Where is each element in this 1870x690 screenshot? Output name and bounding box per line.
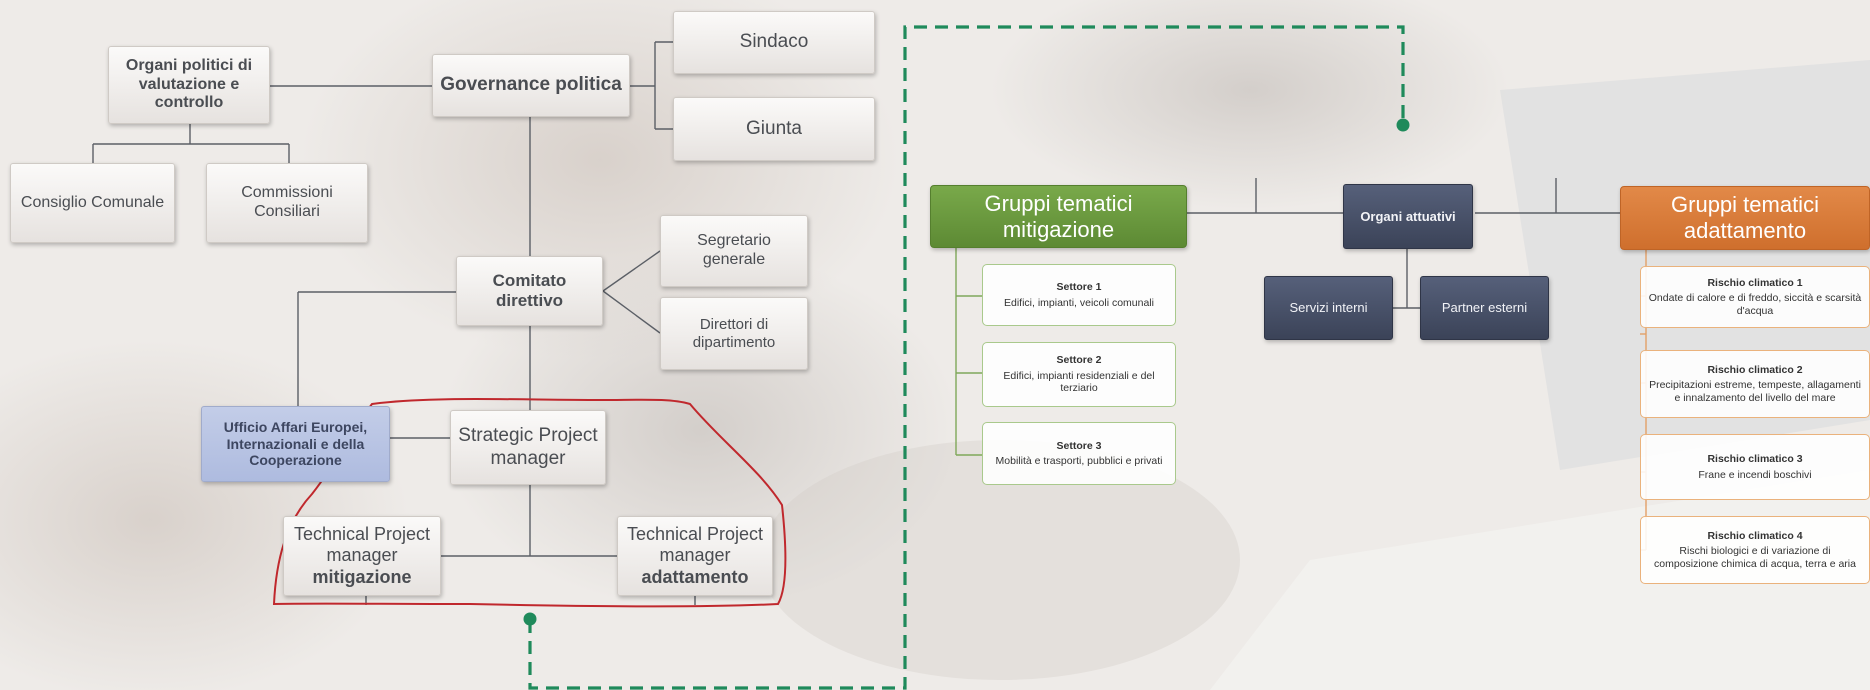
segretario-generale-box: Segretario generale (660, 215, 808, 287)
settore-desc: Edifici, impianti, veicoli comunali (1004, 296, 1154, 309)
comitato-direttivo-label: Comitato direttivo (492, 270, 567, 310)
sindaco-box: Sindaco (673, 11, 875, 74)
gruppi-adattamento-label: Gruppi tematici adattamento (1671, 192, 1819, 243)
comitato-direttivo-box: Comitato direttivo (456, 256, 603, 326)
settore-title: Settore 1 (1056, 281, 1102, 294)
sindaco-label: Sindaco (739, 31, 809, 53)
organi-attuativi-label: Organi attuativi (1360, 208, 1456, 224)
rischio-desc: Rischi biologici e di variazione di comp… (1654, 545, 1856, 570)
rischio-desc: Ondate di calore e di freddo, siccità e … (1648, 292, 1862, 317)
settore-title: Settore 2 (1056, 354, 1102, 367)
settore-desc: Mobilità e trasporti, pubblici e privati (995, 455, 1163, 467)
servizi-interni-box: Servizi interni (1264, 276, 1393, 340)
rischio-card: Rischio climatico 4 Rischi biologici e d… (1640, 516, 1870, 584)
settore-card: Settore 1 Edifici, impianti, veicoli com… (982, 264, 1176, 326)
gruppi-adattamento-header: Gruppi tematici adattamento (1620, 186, 1870, 250)
tpm-adattamento-box: Technical Project manager adattamento (617, 516, 773, 596)
tpm-mitigazione-box: Technical Project manager mitigazione (283, 516, 441, 596)
commissioni-consiliari-box: Commissioni Consiliari (206, 163, 368, 243)
consiglio-comunale-label: Consiglio Comunale (20, 193, 165, 211)
rischio-desc: Frane e incendi boschivi (1698, 468, 1812, 481)
settore-desc: Edifici, impianti residenziali e del ter… (1003, 369, 1155, 395)
tpm-adattamento-label: Technical Project manager (626, 524, 764, 566)
governance-politica-box: Governance politica (432, 54, 630, 117)
rischio-card: Rischio climatico 2 Precipitazioni estre… (1640, 350, 1870, 418)
organi-attuativi-box: Organi attuativi (1343, 184, 1473, 249)
gruppi-mitigazione-header: Gruppi tematici mitigazione (930, 185, 1187, 248)
settore-title: Settore 3 (1056, 439, 1102, 452)
settore-card: Settore 2 Edifici, impianti residenziali… (982, 342, 1176, 407)
commissioni-consiliari-label: Commissioni Consiliari (241, 184, 333, 220)
consiglio-comunale-box: Consiglio Comunale (10, 163, 175, 243)
rischio-card: Rischio climatico 1 Ondate di calore e d… (1640, 266, 1870, 328)
rischio-title: Rischio climatico 3 (1707, 453, 1803, 466)
organi-politici-label: Organi politici di valutazione e control… (125, 56, 253, 112)
rischio-title: Rischio climatico 1 (1707, 276, 1803, 289)
giunta-label: Giunta (746, 117, 802, 139)
rischio-desc: Precipitazioni estreme, tempeste, allaga… (1649, 379, 1861, 404)
tpm-mitigazione-label: Technical Project manager (293, 524, 431, 566)
segretario-generale-label: Segretario generale (697, 232, 771, 268)
rischio-title: Rischio climatico 2 (1707, 363, 1803, 376)
gruppi-mitigazione-label: Gruppi tematici mitigazione (984, 190, 1133, 242)
tpm-adattamento-suffix: adattamento (641, 566, 749, 587)
direttori-dipartimento-label: Direttori di dipartimento (692, 315, 776, 351)
ufficio-affari-europei-box: Ufficio Affari Europei, Internazionali e… (201, 406, 390, 482)
partner-esterni-box: Partner esterni (1420, 276, 1549, 340)
partner-esterni-label: Partner esterni (1441, 300, 1528, 316)
servizi-interni-label: Servizi interni (1289, 300, 1368, 316)
strategic-project-manager-box: Strategic Project manager (450, 410, 606, 485)
ufficio-affari-europei-label: Ufficio Affari Europei, Internazionali e… (223, 419, 368, 469)
rischio-card: Rischio climatico 3 Frane e incendi bosc… (1640, 434, 1870, 500)
organi-politici-box: Organi politici di valutazione e control… (108, 46, 270, 124)
governance-politica-label: Governance politica (440, 74, 622, 96)
direttori-dipartimento-box: Direttori di dipartimento (660, 297, 808, 370)
tpm-mitigazione-suffix: mitigazione (312, 566, 412, 587)
settore-card: Settore 3 Mobilità e trasporti, pubblici… (982, 422, 1176, 485)
giunta-box: Giunta (673, 97, 875, 161)
strategic-project-manager-label: Strategic Project manager (458, 425, 598, 469)
rischio-title: Rischio climatico 4 (1707, 529, 1803, 542)
